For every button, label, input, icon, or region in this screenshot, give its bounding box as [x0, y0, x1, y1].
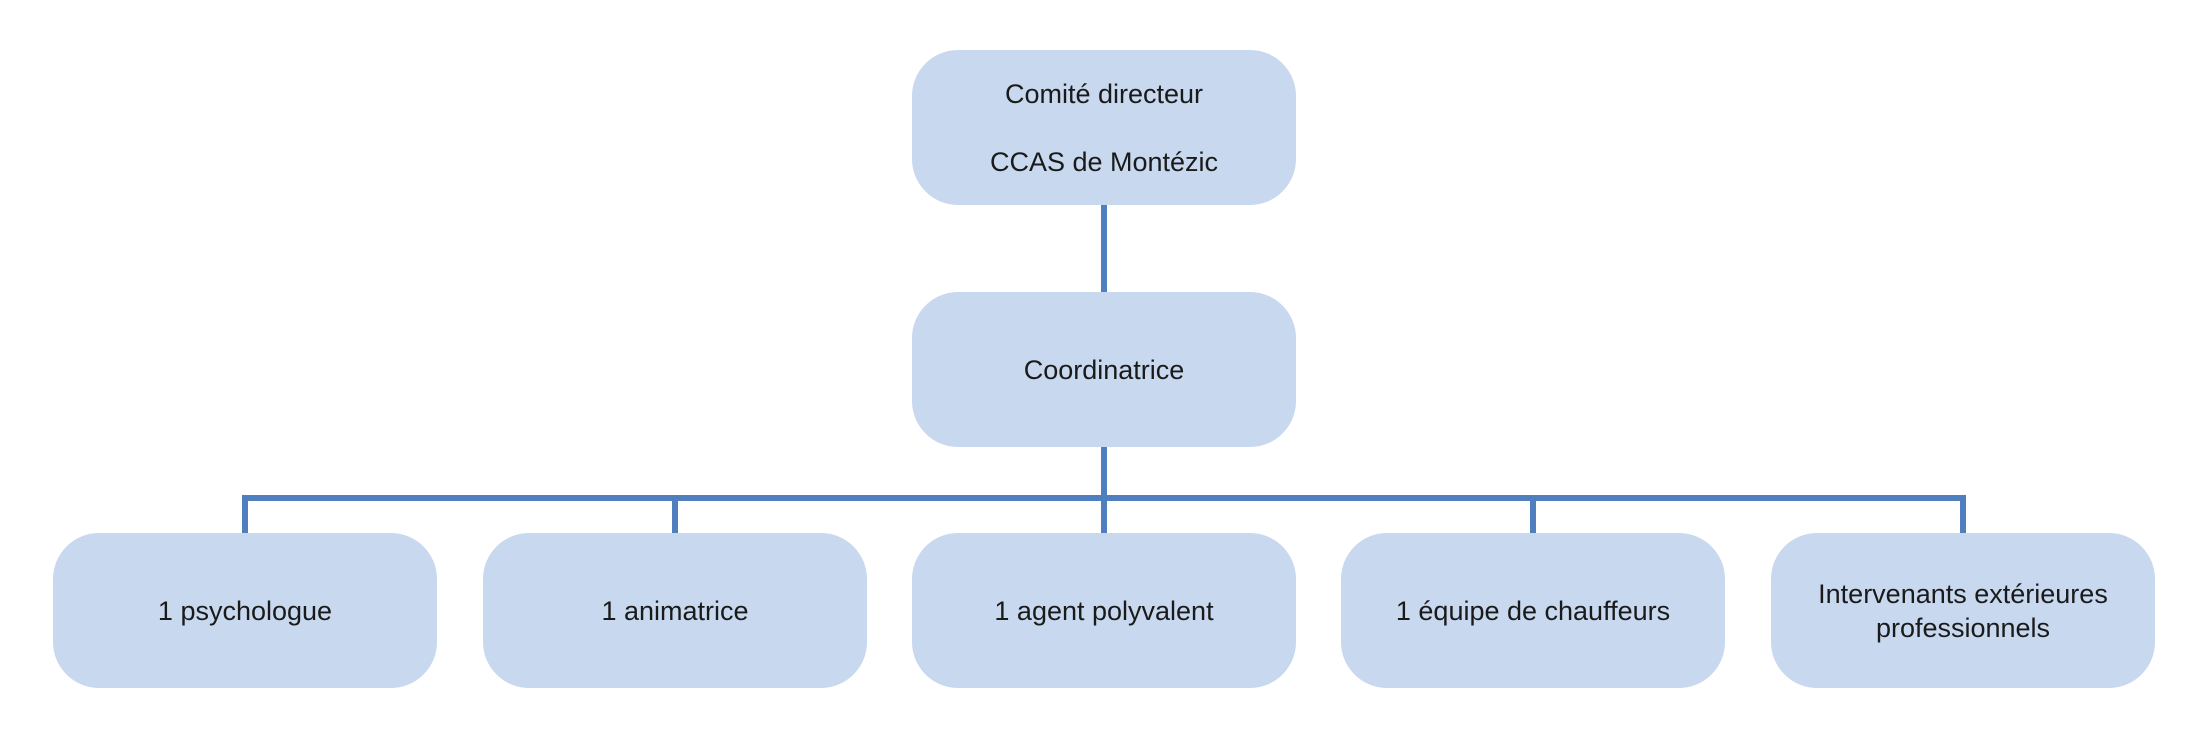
node-intervenants-exterieurs: Intervenants extérieures professionnels: [1771, 533, 2155, 688]
node-agent-polyvalent: 1 agent polyvalent: [912, 533, 1296, 688]
node-coordinatrice-label: Coordinatrice: [1023, 354, 1185, 385]
node-equipe-chauffeurs-label: 1 équipe de chauffeurs: [1395, 595, 1671, 626]
node-comite-directeur-line2: CCAS de Montézic: [989, 146, 1219, 177]
node-comite-directeur-line1: Comité directeur: [1004, 78, 1204, 109]
node-comite-directeur: Comité directeur CCAS de Montézic: [912, 50, 1296, 205]
node-psychologue-label: 1 psychologue: [157, 595, 333, 626]
node-intervenants-exterieurs-label: Intervenants extérieures professionnels: [1818, 578, 2108, 643]
node-animatrice: 1 animatrice: [483, 533, 867, 688]
node-coordinatrice: Coordinatrice: [912, 292, 1296, 447]
node-agent-polyvalent-label: 1 agent polyvalent: [994, 595, 1214, 626]
node-psychologue: 1 psychologue: [53, 533, 437, 688]
node-animatrice-label: 1 animatrice: [601, 595, 749, 626]
node-equipe-chauffeurs: 1 équipe de chauffeurs: [1341, 533, 1725, 688]
